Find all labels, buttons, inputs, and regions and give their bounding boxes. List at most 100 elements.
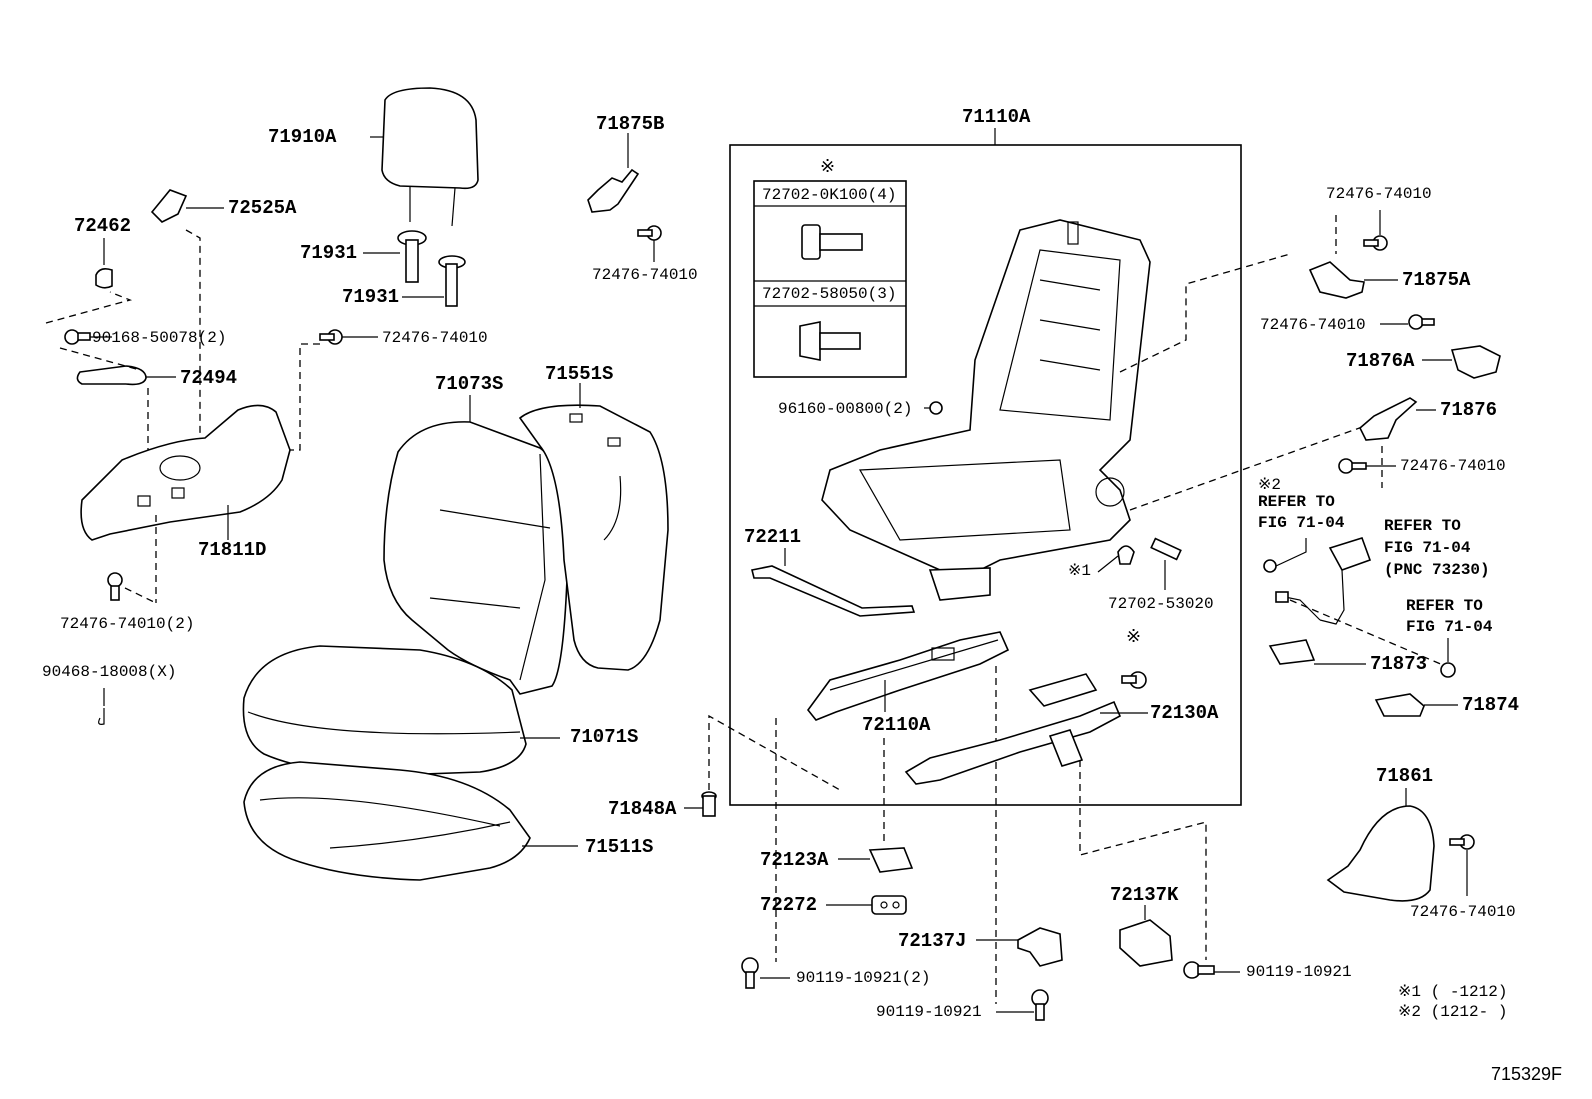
wire-72211-icon [751,565,916,617]
label-71861[interactable]: 71861 [1376,765,1434,787]
bolt-90119-c-icon [1183,961,1215,979]
label-90119-10921-2[interactable]: 90119-10921(2) [796,969,931,987]
label-asterisk1: ※1 [1068,562,1092,580]
screw-72476-top-icon [319,329,343,345]
label-72702-0K100[interactable]: 72702-0K100(4) [762,186,897,204]
label-72476-74010-bracket[interactable]: 72476-74010 [592,266,698,284]
seatbelt-buckle-icon [1275,537,1372,625]
seat-cushion-pad-icon [243,761,531,881]
label-72476-74010-r2[interactable]: 72476-74010 [1260,316,1366,334]
slide-rail-inner-icon [806,631,1010,721]
label-72130A[interactable]: 72130A [1150,702,1219,724]
label-71848A[interactable]: 71848A [608,798,677,820]
legend-line-1: ※1 ( -1212) [1398,983,1508,1001]
label-72137K[interactable]: 72137K [1110,884,1179,906]
label-71931-lower[interactable]: 71931 [342,286,400,308]
label-72476-74010-r3[interactable]: 72476-74010 [1400,457,1506,475]
figure-id: 715329F [1490,1064,1562,1084]
label-71876A[interactable]: 71876A [1346,350,1415,372]
label-71875A[interactable]: 71875A [1402,269,1471,291]
cap-icon [95,268,113,289]
label-72211[interactable]: 72211 [744,526,802,548]
bolt-90119-b-icon [1031,989,1049,1021]
refer-a-line1[interactable]: REFER TO [1258,493,1335,511]
label-72123A[interactable]: 72123A [760,849,829,871]
refer-b-line1[interactable]: REFER TO [1384,517,1461,535]
screw-72476-r1-icon [1363,235,1388,251]
label-71874[interactable]: 71874 [1462,694,1520,716]
label-71931-upper[interactable]: 71931 [300,242,358,264]
cover-72272-icon [871,895,907,915]
bolt-90119-a-icon [741,957,759,989]
label-72702-58050[interactable]: 72702-58050(3) [762,285,897,303]
refer-b-line3[interactable]: (PNC 73230) [1384,561,1490,579]
bracket-71875b-icon [587,168,640,213]
bolt-72702-53020-icon [1150,537,1182,561]
label-71875B[interactable]: 71875B [596,113,665,135]
bolt-0k100-icon [801,224,863,260]
clip-72123a-icon [868,847,914,873]
label-71071S[interactable]: 71071S [570,726,639,748]
label-71910A[interactable]: 71910A [268,126,337,148]
label-72272[interactable]: 72272 [760,894,818,916]
label-71876[interactable]: 71876 [1440,399,1498,421]
screw-asterisk-icon [1121,671,1147,689]
label-72702-53020[interactable]: 72702-53020 [1108,595,1214,613]
label-71110A[interactable]: 71110A [962,106,1031,128]
label-71873[interactable]: 71873 [1370,653,1428,675]
seat-frame-group-box [729,144,1242,806]
label-72476-74010-r4[interactable]: 72476-74010 [1410,903,1516,921]
refer-b-line2[interactable]: FIG 71-04 [1384,539,1471,557]
seatback-cover-icon [383,421,569,695]
clip-asterisk1-icon [1117,545,1135,565]
label-90168-50078[interactable]: 90168-50078(2) [92,329,227,347]
cover-71875a-icon [1308,261,1365,299]
asterisk-screw-mark: ※ [1126,628,1141,648]
bolt-58050-icon [799,321,861,361]
screw-72476-r3-icon [1338,458,1367,474]
bracket-71874-icon [1374,693,1425,717]
label-72476-74010-r1[interactable]: 72476-74010 [1326,185,1432,203]
label-72494[interactable]: 72494 [180,367,238,389]
seatback-pad-icon [518,404,669,671]
screw-72476-bottom-icon [107,572,123,601]
screw-72476-r4-icon [1449,834,1475,850]
label-72476-74010-shield[interactable]: 72476-74010 [382,329,488,347]
recline-handle-icon [76,365,147,386]
label-72476-74010-2[interactable]: 72476-74010(2) [60,615,195,633]
cover-72137k-icon [1119,919,1173,967]
refer-a-mark: ※2 [1258,476,1282,494]
refer-a-line2[interactable]: FIG 71-04 [1258,514,1345,532]
slide-rail-outer-icon [904,673,1122,785]
screw-72476-r2-icon [1408,314,1435,330]
cover-71876a-icon [1450,345,1501,379]
label-90119-10921-right[interactable]: 90119-10921 [1246,963,1352,981]
washer-96160-icon [929,401,943,415]
label-72137J[interactable]: 72137J [898,930,967,952]
label-72462[interactable]: 72462 [74,215,132,237]
refer-c-line1[interactable]: REFER TO [1406,597,1483,615]
seat-frame-icon [821,219,1151,601]
cover-71861-icon [1326,805,1435,902]
label-71811D[interactable]: 71811D [198,539,267,561]
label-90468-18008[interactable]: 90468-18008(X) [42,663,177,681]
bracket-71876-icon [1359,397,1418,441]
bolt-inset-box [753,180,907,378]
label-71551S[interactable]: 71551S [545,363,614,385]
label-96160-00800[interactable]: 96160-00800(2) [778,400,913,418]
label-72525A[interactable]: 72525A [228,197,297,219]
inset-asterisk: ※ [820,158,836,178]
label-71511S[interactable]: 71511S [585,836,654,858]
label-72110A[interactable]: 72110A [862,714,931,736]
label-90119-10921-mid[interactable]: 90119-10921 [876,1003,982,1021]
refer-c-line2[interactable]: FIG 71-04 [1406,618,1493,636]
pin-71848a-icon [701,791,717,817]
lever-knob-icon [150,189,188,223]
buckle-bolt-icon [1263,559,1277,573]
legend-line-2: ※2 (1212- ) [1398,1003,1508,1021]
side-shield-icon [80,404,291,541]
label-71073S[interactable]: 71073S [435,373,504,395]
cover-72137j-icon [1017,927,1063,967]
anchor-nut-icon [1440,662,1456,678]
